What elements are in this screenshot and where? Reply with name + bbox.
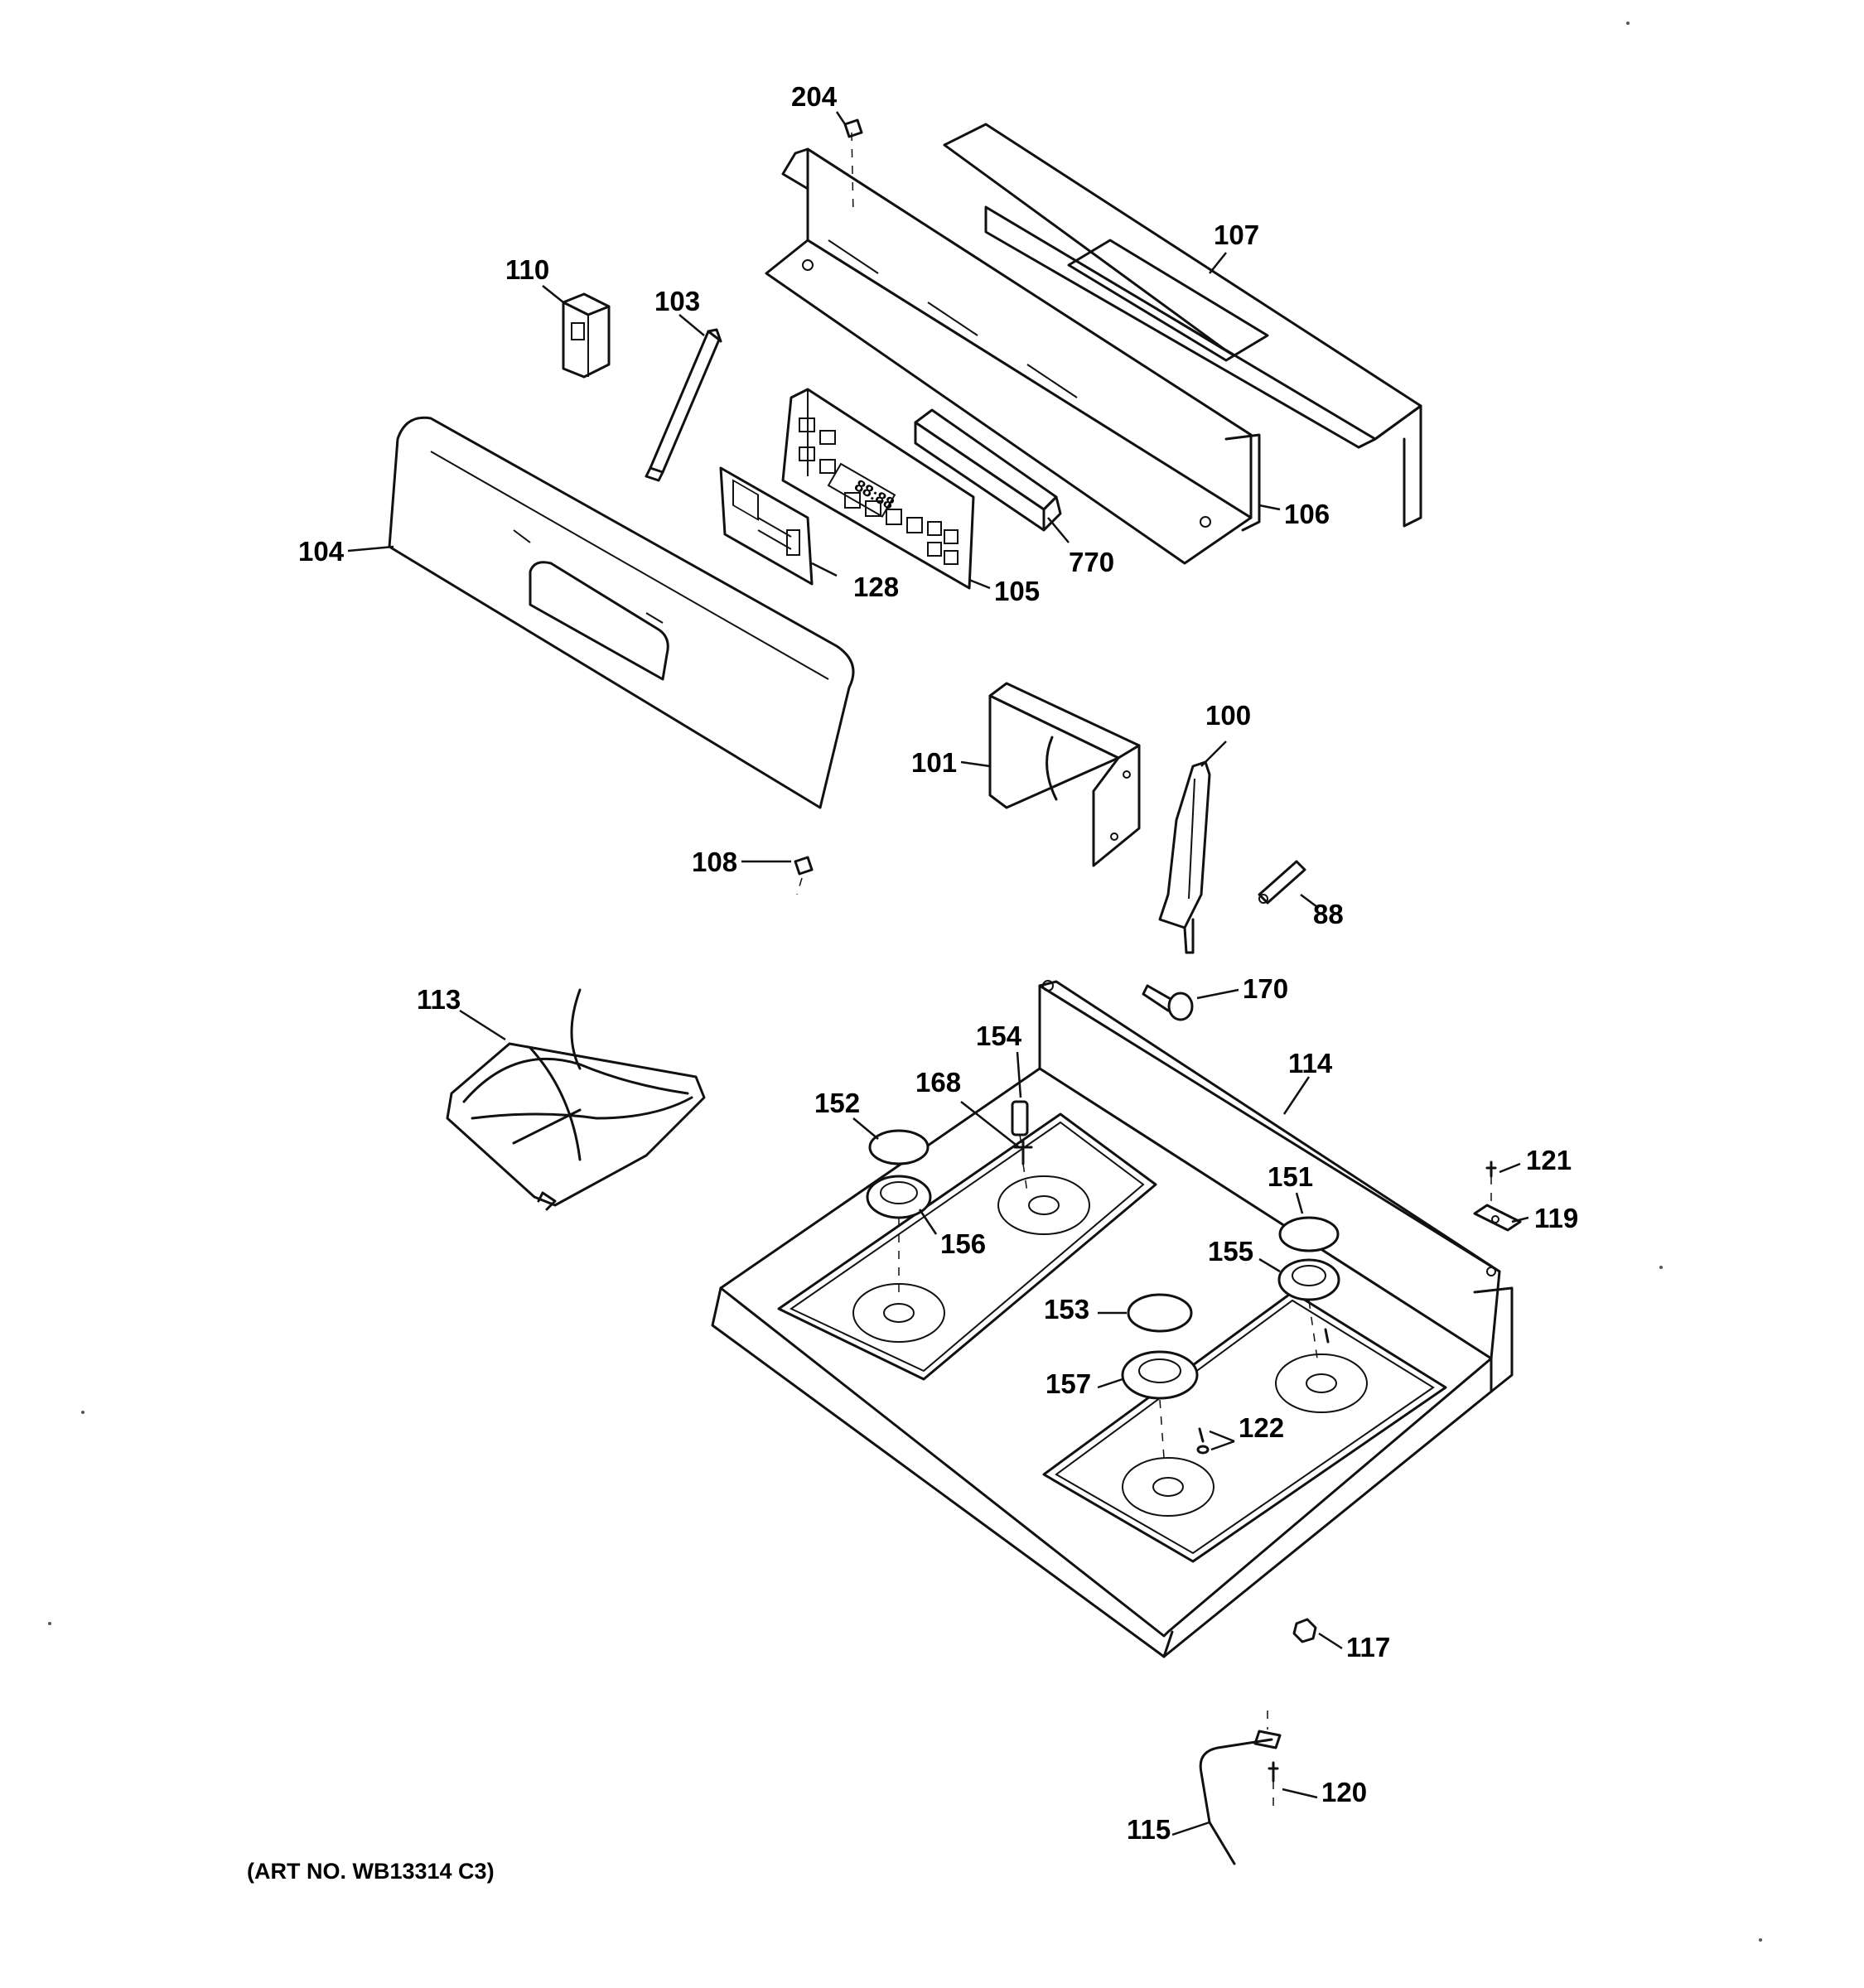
part-105-control-board: 88:88	[781, 388, 975, 590]
part-101-bracket-box	[988, 682, 1141, 867]
part-106-backguard	[765, 147, 1261, 565]
part-153-burner-cap	[1127, 1293, 1193, 1333]
callout-128: 128	[853, 572, 899, 602]
part-155-burner-head	[1277, 1258, 1340, 1359]
burner-hole-left-rear	[997, 1175, 1090, 1235]
part-103-bracket	[645, 328, 722, 482]
callout-770: 770	[1069, 547, 1114, 577]
callout-152: 152	[814, 1088, 860, 1118]
callout-103: 103	[654, 286, 700, 316]
callout-151: 151	[1268, 1161, 1313, 1192]
art-number: (ART NO. WB13314 C3)	[247, 1859, 495, 1884]
part-204-screw	[843, 118, 863, 216]
part-117-nut	[1292, 1618, 1317, 1643]
part-128-overlay	[719, 466, 814, 586]
part-114-cooktop	[711, 980, 1514, 1658]
part-120-screw	[1268, 1761, 1279, 1806]
callout-115: 115	[1127, 1814, 1171, 1845]
part-104-control-panel	[388, 416, 855, 809]
scan-specks	[48, 22, 1762, 1942]
part-122-orifice-rear	[1324, 1328, 1330, 1344]
callout-204: 204	[791, 81, 838, 112]
part-88-clip	[1258, 860, 1306, 905]
part-157-burner-head	[1121, 1350, 1199, 1459]
part-170-screw	[1142, 984, 1194, 1021]
part-121-screw	[1485, 1160, 1497, 1209]
callout-105: 105	[994, 576, 1040, 606]
callout-155: 155	[1208, 1236, 1253, 1267]
callout-labels: 204 107 110 103 104 106 770 128 105 101 …	[298, 81, 1578, 1845]
callout-117: 117	[1346, 1632, 1390, 1662]
callout-107: 107	[1214, 220, 1259, 250]
part-108-screw	[794, 856, 814, 895]
burner-hole-right-front	[1122, 1457, 1214, 1517]
callout-120: 120	[1321, 1777, 1367, 1807]
part-122-orifice	[1196, 1427, 1210, 1455]
callout-153: 153	[1044, 1294, 1089, 1325]
callout-101: 101	[911, 747, 957, 778]
callout-170: 170	[1243, 973, 1288, 1004]
callout-113: 113	[417, 984, 461, 1015]
callout-122: 122	[1239, 1412, 1284, 1443]
callout-168: 168	[915, 1067, 961, 1098]
part-119-bracket	[1473, 1204, 1522, 1232]
callout-121: 121	[1526, 1145, 1572, 1175]
callout-110: 110	[505, 254, 549, 285]
callout-106: 106	[1284, 499, 1330, 529]
callout-119: 119	[1534, 1203, 1578, 1233]
part-156-burner-head	[866, 1175, 932, 1292]
callout-88: 88	[1313, 899, 1344, 929]
part-770-cover	[914, 408, 1062, 532]
callout-100: 100	[1205, 700, 1251, 731]
callout-154: 154	[976, 1021, 1022, 1051]
callout-108: 108	[692, 847, 737, 877]
burner-hole-right-rear	[1275, 1353, 1368, 1413]
part-100-side-trim	[1158, 760, 1211, 954]
leader-lines	[347, 111, 1529, 1836]
part-152-burner-cap	[868, 1129, 930, 1165]
callout-104: 104	[298, 536, 345, 567]
callout-156: 156	[940, 1228, 986, 1259]
part-151-burner-cap	[1278, 1216, 1340, 1252]
part-110-relay	[562, 292, 611, 379]
callout-157: 157	[1045, 1368, 1091, 1399]
part-154-electrode	[1011, 1100, 1029, 1156]
part-107-vent-trim	[943, 123, 1422, 528]
callout-114: 114	[1288, 1048, 1333, 1078]
part-113-grate	[446, 988, 706, 1211]
part-115-rod	[1199, 1711, 1282, 1865]
